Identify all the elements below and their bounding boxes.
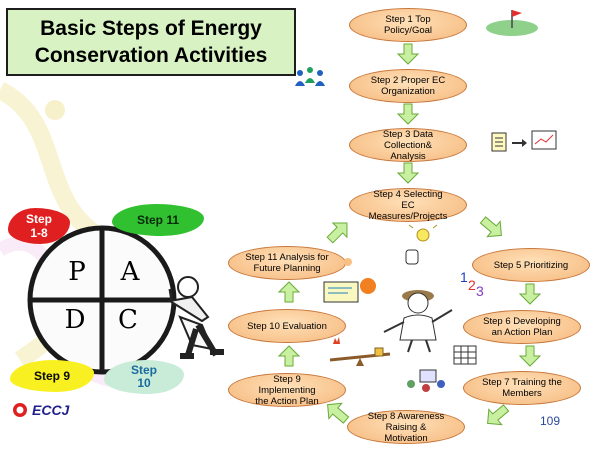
step-7-line-2: Members	[502, 388, 542, 399]
step-5-line-1: Step 5 Prioritizing	[493, 259, 569, 271]
svg-text:1: 1	[460, 269, 468, 285]
step-6-line-1: Step 6 Developing	[483, 316, 561, 327]
arrow-step7-to-8	[487, 404, 510, 426]
arrow-right-icon	[512, 139, 527, 147]
pdca-letter-p: P	[68, 257, 86, 287]
step-1-line-2: Policy/Goal	[383, 25, 433, 36]
step-9-line-1: Step 9 Implementing	[258, 373, 316, 396]
step-2-line-1: Step 2 Proper EC	[370, 75, 446, 86]
step-7-line-1: Step 7 Training the	[482, 377, 562, 388]
arrow-step10-to-11	[277, 281, 301, 303]
step-8-line-1: Step 8 Awareness	[367, 410, 445, 422]
arrow-step6-to-7	[518, 345, 542, 367]
hand-pointing-icon	[405, 249, 419, 265]
goal-flag-icon	[486, 10, 538, 36]
pdca-letter-c: C	[118, 305, 138, 335]
pdca-letter-a: A	[120, 257, 140, 287]
monitor-chart-icon	[531, 130, 557, 150]
svg-text:3: 3	[476, 283, 484, 299]
planning-board-icon	[323, 258, 376, 303]
eccj-emblem-icon	[13, 403, 27, 417]
pushing-man-icon	[167, 276, 224, 359]
training-group-icon	[407, 369, 445, 392]
label-step-10-text: Step 10	[130, 363, 157, 390]
pdca-letter-d: D	[64, 305, 86, 335]
label-step-1-8-text: Step 1-8	[25, 212, 52, 240]
page-number: 109	[540, 414, 561, 428]
arrow-step4-to-5	[479, 216, 502, 238]
arrow-step3-to-4	[396, 162, 420, 184]
lightbulb-icon	[408, 224, 438, 242]
eccj-logo: ECCJ	[12, 402, 69, 418]
step-5-oval: Step 5 Prioritizing	[472, 248, 590, 282]
step-10-line-1: Step 10 Evaluation	[247, 320, 327, 332]
teacher-figure-icon	[383, 290, 453, 353]
label-step-10: Step 10	[104, 360, 184, 394]
title-line-2: Conservation Activities	[34, 44, 268, 67]
label-step-9-text: Step 9	[33, 369, 70, 383]
pdca-wheel	[27, 225, 224, 375]
step-10-oval: Step 10 Evaluation	[228, 309, 346, 343]
eccj-logo-text: ECCJ	[32, 402, 70, 418]
step-8-line-2: Raising & Motivation	[384, 421, 428, 444]
schedule-grid-icon	[453, 345, 477, 365]
step-3-line-1: Step 3 Data	[382, 128, 434, 140]
data-document-icon	[491, 132, 507, 152]
step-2-line-2: Organization	[381, 86, 435, 97]
label-step-11-text: Step 11	[136, 213, 180, 227]
balance-scale-icon	[329, 337, 391, 366]
step-11-line-1: Step 11 Analysis for	[245, 252, 329, 263]
numbers-123-icon: 1 2 3	[460, 269, 484, 299]
arrow-step1-to-2	[396, 43, 420, 65]
step-3-line-2: Collection& Analysis	[383, 139, 433, 162]
step-4-line-2: EC Measures/Projects	[368, 199, 448, 222]
svg-text:2: 2	[468, 277, 476, 293]
arrow-step11-to-4	[326, 222, 348, 244]
title-box: Basic Steps of Energy Conservation Activ…	[6, 8, 296, 76]
step-6-line-2: an Action Plan	[491, 327, 553, 338]
arrow-step9-to-10	[277, 345, 301, 367]
arrow-step5-to-6	[518, 283, 542, 305]
step-11-line-2: Future Planning	[253, 263, 321, 274]
label-step-9: Step 9	[10, 360, 94, 392]
arrow-step2-to-3	[396, 103, 420, 125]
team-people-icon	[295, 67, 325, 86]
label-step-11: Step 11	[112, 204, 204, 236]
step-1-line-1: Step 1 Top	[385, 14, 431, 25]
title-line-1: Basic Steps of Energy	[40, 17, 262, 40]
arrow-step8-to-9	[327, 402, 350, 424]
label-step-1-8: Step 1-8	[8, 208, 70, 244]
step-4-line-1: Step 4 Selecting	[373, 188, 443, 200]
step-9-line-2: the Action Plan	[255, 395, 319, 407]
